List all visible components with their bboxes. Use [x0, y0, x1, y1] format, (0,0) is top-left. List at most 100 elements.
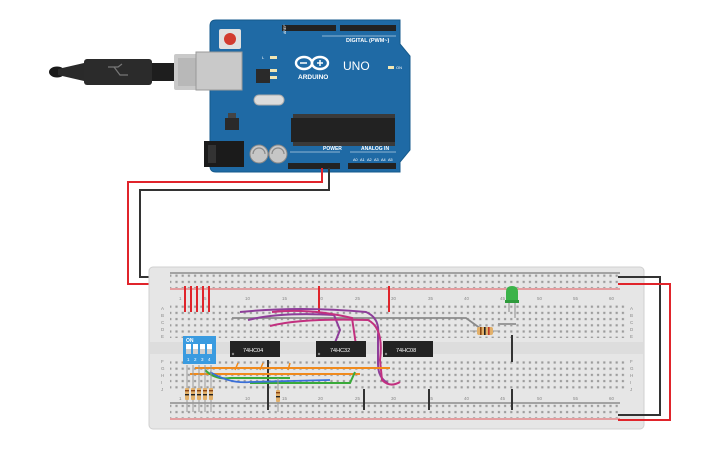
led-resistor[interactable]	[470, 327, 500, 335]
chip-74hc08[interactable]: 74HC08	[383, 341, 433, 357]
led-l-label: L	[262, 55, 265, 60]
col-num-top-25: 25	[355, 296, 361, 301]
green-wire-1[interactable]	[204, 369, 290, 380]
red-jumpers[interactable]	[184, 286, 390, 312]
dip-switch[interactable]: ON 1 2 3 4	[183, 336, 216, 364]
power-wire-5v[interactable]	[127, 168, 323, 285]
atmega-chip	[291, 118, 395, 142]
row-letter-j-left: J	[161, 387, 163, 392]
row-letter-c-right: C	[630, 320, 634, 325]
blue-wire[interactable]	[209, 371, 331, 384]
row-letter-f-right: F	[630, 359, 633, 364]
col-num-bottom-20: 20	[318, 396, 324, 401]
col-num-bottom-45: 45	[500, 396, 506, 401]
led-rx	[270, 76, 277, 79]
row-letter-b-right: B	[630, 313, 633, 318]
dip-switch-on-label: ON	[186, 338, 194, 344]
row-letter-h-left: H	[161, 373, 164, 378]
row-letter-f-left: F	[161, 359, 164, 364]
col-num-top-5: 5	[204, 296, 207, 301]
analog-pin-a5: A5	[388, 158, 393, 162]
analog-pin-a2: A2	[367, 158, 372, 162]
digital-header-1	[282, 25, 336, 31]
analog-pin-a1: A1	[360, 158, 365, 162]
chip-74hc04-label: 74HC04	[243, 348, 263, 354]
col-num-bottom-25: 25	[355, 396, 361, 401]
on-led	[388, 66, 394, 69]
analog-pin-a4: A4	[381, 158, 386, 162]
row-letter-e-left: E	[161, 334, 164, 339]
right-power-rail-wire[interactable]	[618, 283, 671, 421]
col-num-bottom-15: 15	[282, 396, 288, 401]
row-letter-b-left: B	[161, 313, 164, 318]
voltage-regulator	[225, 118, 239, 130]
col-num-top-30: 30	[391, 296, 397, 301]
col-num-top-55: 55	[573, 296, 579, 301]
right-ground-rail-wire[interactable]	[618, 276, 661, 416]
led-tx	[270, 69, 277, 72]
power-header-label: POWER	[323, 146, 342, 152]
row-letter-i-right: I	[630, 380, 631, 385]
col-num-bottom-30: 30	[391, 396, 397, 401]
col-num-bottom-55: 55	[573, 396, 579, 401]
dip-switch-pos-2: 2	[194, 357, 197, 362]
digital-header-2	[340, 25, 396, 31]
usb-chip	[256, 69, 270, 83]
ground-wire[interactable]	[139, 168, 330, 278]
crystal	[253, 94, 285, 106]
row-letter-d-left: D	[161, 327, 165, 332]
col-num-bottom-10: 10	[245, 396, 251, 401]
col-num-top-10: 10	[245, 296, 251, 301]
purple-wire-1[interactable]	[239, 308, 389, 384]
analog-pin-a3: A3	[374, 158, 379, 162]
col-num-bottom-1: 1	[179, 396, 182, 401]
col-num-top-60: 60	[609, 296, 615, 301]
arduino-model: UNO	[343, 59, 370, 73]
chip-74hc04[interactable]: 74HC04	[230, 341, 280, 357]
green-wire-2[interactable]	[250, 371, 356, 384]
col-num-top-15: 15	[282, 296, 288, 301]
arduino-logo-icon	[294, 55, 330, 71]
usb-port	[195, 51, 243, 91]
row-letter-a-left: A	[161, 306, 164, 311]
col-num-bottom-40: 40	[464, 396, 470, 401]
row-letter-j-right: J	[630, 387, 632, 392]
chip-74hc08-label: 74HC08	[396, 348, 416, 354]
led-l	[270, 56, 277, 59]
analog-pin-a0: A0	[353, 158, 358, 162]
row-letter-e-right: E	[630, 334, 633, 339]
col-num-bottom-60: 60	[609, 396, 615, 401]
analog-pin-header	[348, 163, 396, 169]
arduino-board[interactable]: DIGITAL (PWM~) AREF L TX RX ARDUINO UNO …	[195, 19, 411, 173]
row-letter-g-left: G	[161, 366, 165, 371]
chip-74hc32[interactable]: 74HC32	[316, 341, 366, 357]
magenta-wire-2[interactable]	[271, 309, 357, 346]
row-letter-i-left: I	[161, 380, 162, 385]
row-letter-c-left: C	[161, 320, 165, 325]
row-letter-a-right: A	[630, 306, 633, 311]
dip-switch-pos-4: 4	[208, 357, 211, 362]
row-letter-h-right: H	[630, 373, 633, 378]
col-num-top-50: 50	[537, 296, 543, 301]
col-num-top-40: 40	[464, 296, 470, 301]
chip-74hc32-label: 74HC32	[330, 348, 350, 354]
col-num-top-20: 20	[318, 296, 324, 301]
usb-cable[interactable]	[49, 54, 214, 90]
digital-header-label: DIGITAL (PWM~)	[346, 38, 390, 44]
on-led-label: ON	[396, 65, 402, 70]
green-led[interactable]	[505, 286, 519, 318]
col-num-top-35: 35	[428, 296, 434, 301]
power-pin-header	[288, 163, 340, 169]
col-num-top-1: 1	[179, 296, 182, 301]
row-letter-g-right: G	[630, 366, 634, 371]
dip-switch-pos-3: 3	[201, 357, 204, 362]
pull-down-resistors[interactable]	[185, 365, 280, 412]
arduino-logo-text: ARDUINO	[298, 74, 328, 81]
col-num-top-45: 45	[500, 296, 506, 301]
svg-text:AREF: AREF	[283, 25, 287, 34]
row-letter-d-right: D	[630, 327, 634, 332]
magenta-wire-1[interactable]	[269, 318, 401, 386]
col-num-bottom-50: 50	[537, 396, 543, 401]
gray-wire[interactable]	[232, 317, 485, 332]
